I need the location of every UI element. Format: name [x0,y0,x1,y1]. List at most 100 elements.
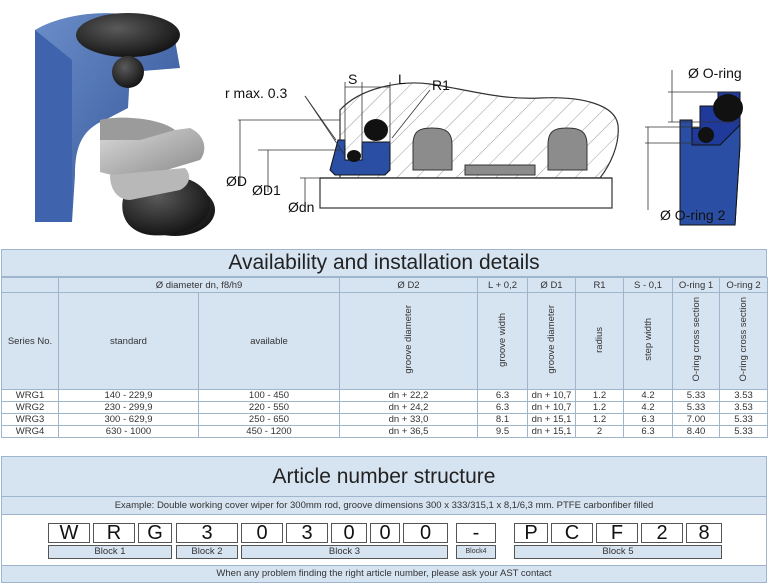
subheader-oring1-cs: O-ring cross section [672,292,721,390]
subheader-step-width: step width [623,292,674,390]
cell: dn + 22,2 [339,389,479,402]
subheader-available: available [197,292,341,390]
code-char: W [48,523,90,543]
table-row: WRG3 300 - 629,9 250 - 650 dn + 33,0 8.1… [1,413,768,426]
code-char: F [596,523,638,543]
code-char: 0 [241,523,283,543]
code-char: - [456,523,496,543]
cell: dn + 33,0 [339,413,479,426]
code-char: 0 [403,523,448,543]
label-dn: Ødn [288,199,314,215]
code-char: 3 [286,523,328,543]
cell: 6.3 [623,425,674,438]
label-oring2: Ø O-ring 2 [660,207,726,223]
cell: dn + 10,7 [527,401,577,414]
cell: 4.2 [623,401,674,414]
cell: 220 - 550 [197,401,341,414]
code-char: G [138,523,172,543]
cell: WRG4 [1,425,59,438]
cell: 630 - 1000 [58,425,199,438]
code-char: R [93,523,135,543]
cell: dn + 36,5 [339,425,479,438]
code-char: 0 [331,523,367,543]
cell: 9.5 [477,425,529,438]
cell: 6.3 [623,413,674,426]
header-d1: Ø D1 [527,277,577,293]
label-oring: Ø O-ring [688,65,742,81]
cell: 8.1 [477,413,529,426]
header-diameter: Ø diameter dn, f8/h9 [57,277,341,293]
block-1-label: Block 1 [48,545,172,559]
cell: 5.33 [719,425,768,438]
header-s: S - 0,1 [623,277,674,293]
cell: WRG2 [1,401,59,414]
block-4-label: Block4 [456,545,496,559]
table-row: WRG4 630 - 1000 450 - 1200 dn + 36,5 9.5… [1,425,768,438]
article-title: Article number structure [1,456,767,497]
article-footer: When any problem finding the right artic… [1,565,767,583]
cell: 100 - 450 [197,389,341,402]
cell: WRG1 [1,389,59,402]
code-char: 3 [176,523,238,543]
cell: dn + 24,2 [339,401,479,414]
header-d2: Ø D2 [339,277,479,293]
subheader-radius: radius [575,292,625,390]
cell: 3.53 [719,389,768,402]
cell: 1.2 [575,389,625,402]
header-oring1: O-ring 1 [672,277,721,293]
block-5-label: Block 5 [514,545,722,559]
cell: 450 - 1200 [197,425,341,438]
cell: dn + 15,1 [527,425,577,438]
code-char: C [551,523,593,543]
article-example: Example: Double working cover wiper for … [1,497,767,515]
cell: 5.33 [719,413,768,426]
subheader-groove-diameter: groove diameter [339,292,479,390]
cell: 4.2 [623,389,674,402]
oring-detail [645,70,743,226]
cell: dn + 15,1 [527,413,577,426]
table-row: WRG2 230 - 299,9 220 - 550 dn + 24,2 6.3… [1,401,768,414]
subheader-series: Series No. [1,292,59,390]
block-2-label: Block 2 [176,545,238,559]
label-d1: ØD1 [252,182,281,198]
cell: 230 - 299,9 [58,401,199,414]
code-char: 0 [370,523,400,543]
availability-table: Ø diameter dn, f8/h9 Ø D2 L + 0,2 Ø D1 R… [1,277,768,438]
availability-title: Availability and installation details [1,249,767,277]
cell: 300 - 629,9 [58,413,199,426]
cell: 6.3 [477,401,529,414]
table-row: WRG1 140 - 229,9 100 - 450 dn + 22,2 6.3… [1,389,768,402]
seal-illustration: r max. 0.3 S L R1 ØD ØD1 Ødn Ø O-ring Ø … [35,13,743,236]
header-l: L + 0,2 [477,277,529,293]
cell: 3.53 [719,401,768,414]
header-r1: R1 [575,277,625,293]
seal-3d-render [35,13,215,236]
article-code: W R G 3 0 3 0 0 0 - P C F 2 8 Block 1 Bl… [1,515,767,565]
cell: 2 [575,425,625,438]
header-oring2: O-ring 2 [719,277,768,293]
cell: 5.33 [672,389,721,402]
cell: WRG3 [1,413,59,426]
cell: 8.40 [672,425,721,438]
label-r1: R1 [432,77,450,93]
cell: 5.33 [672,401,721,414]
code-char: 2 [641,523,683,543]
subheader-standard: standard [58,292,199,390]
label-l: L [398,71,406,87]
label-r-max: r max. 0.3 [225,85,287,101]
label-d: ØD [226,173,247,189]
cell: 6.3 [477,389,529,402]
cell: 7.00 [672,413,721,426]
cell: 1.2 [575,401,625,414]
subheader-groove-width: groove width [477,292,529,390]
label-s: S [348,71,357,87]
cell: 1.2 [575,413,625,426]
block-3-label: Block 3 [241,545,448,559]
header-empty [1,277,59,293]
cell: dn + 10,7 [527,389,577,402]
groove-cross-section [238,82,619,210]
subheader-groove-diameter2: groove diameter [527,292,577,390]
cell: 250 - 650 [197,413,341,426]
cell: 140 - 229,9 [58,389,199,402]
code-char: 8 [686,523,722,543]
